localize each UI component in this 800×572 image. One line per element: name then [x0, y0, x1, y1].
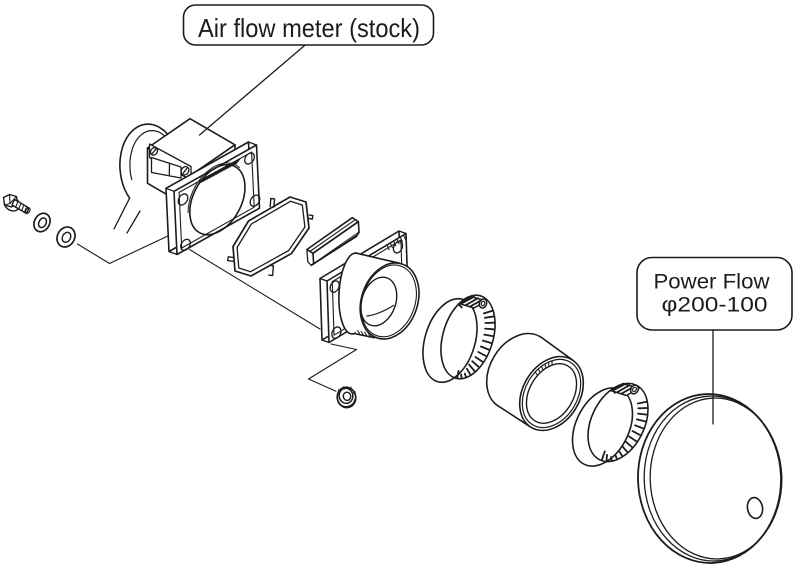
svg-text:φ200-100: φ200-100 [662, 294, 768, 317]
svg-text:Air flow meter (stock): Air flow meter (stock) [198, 13, 420, 43]
svg-text:Power Flow: Power Flow [654, 271, 771, 294]
